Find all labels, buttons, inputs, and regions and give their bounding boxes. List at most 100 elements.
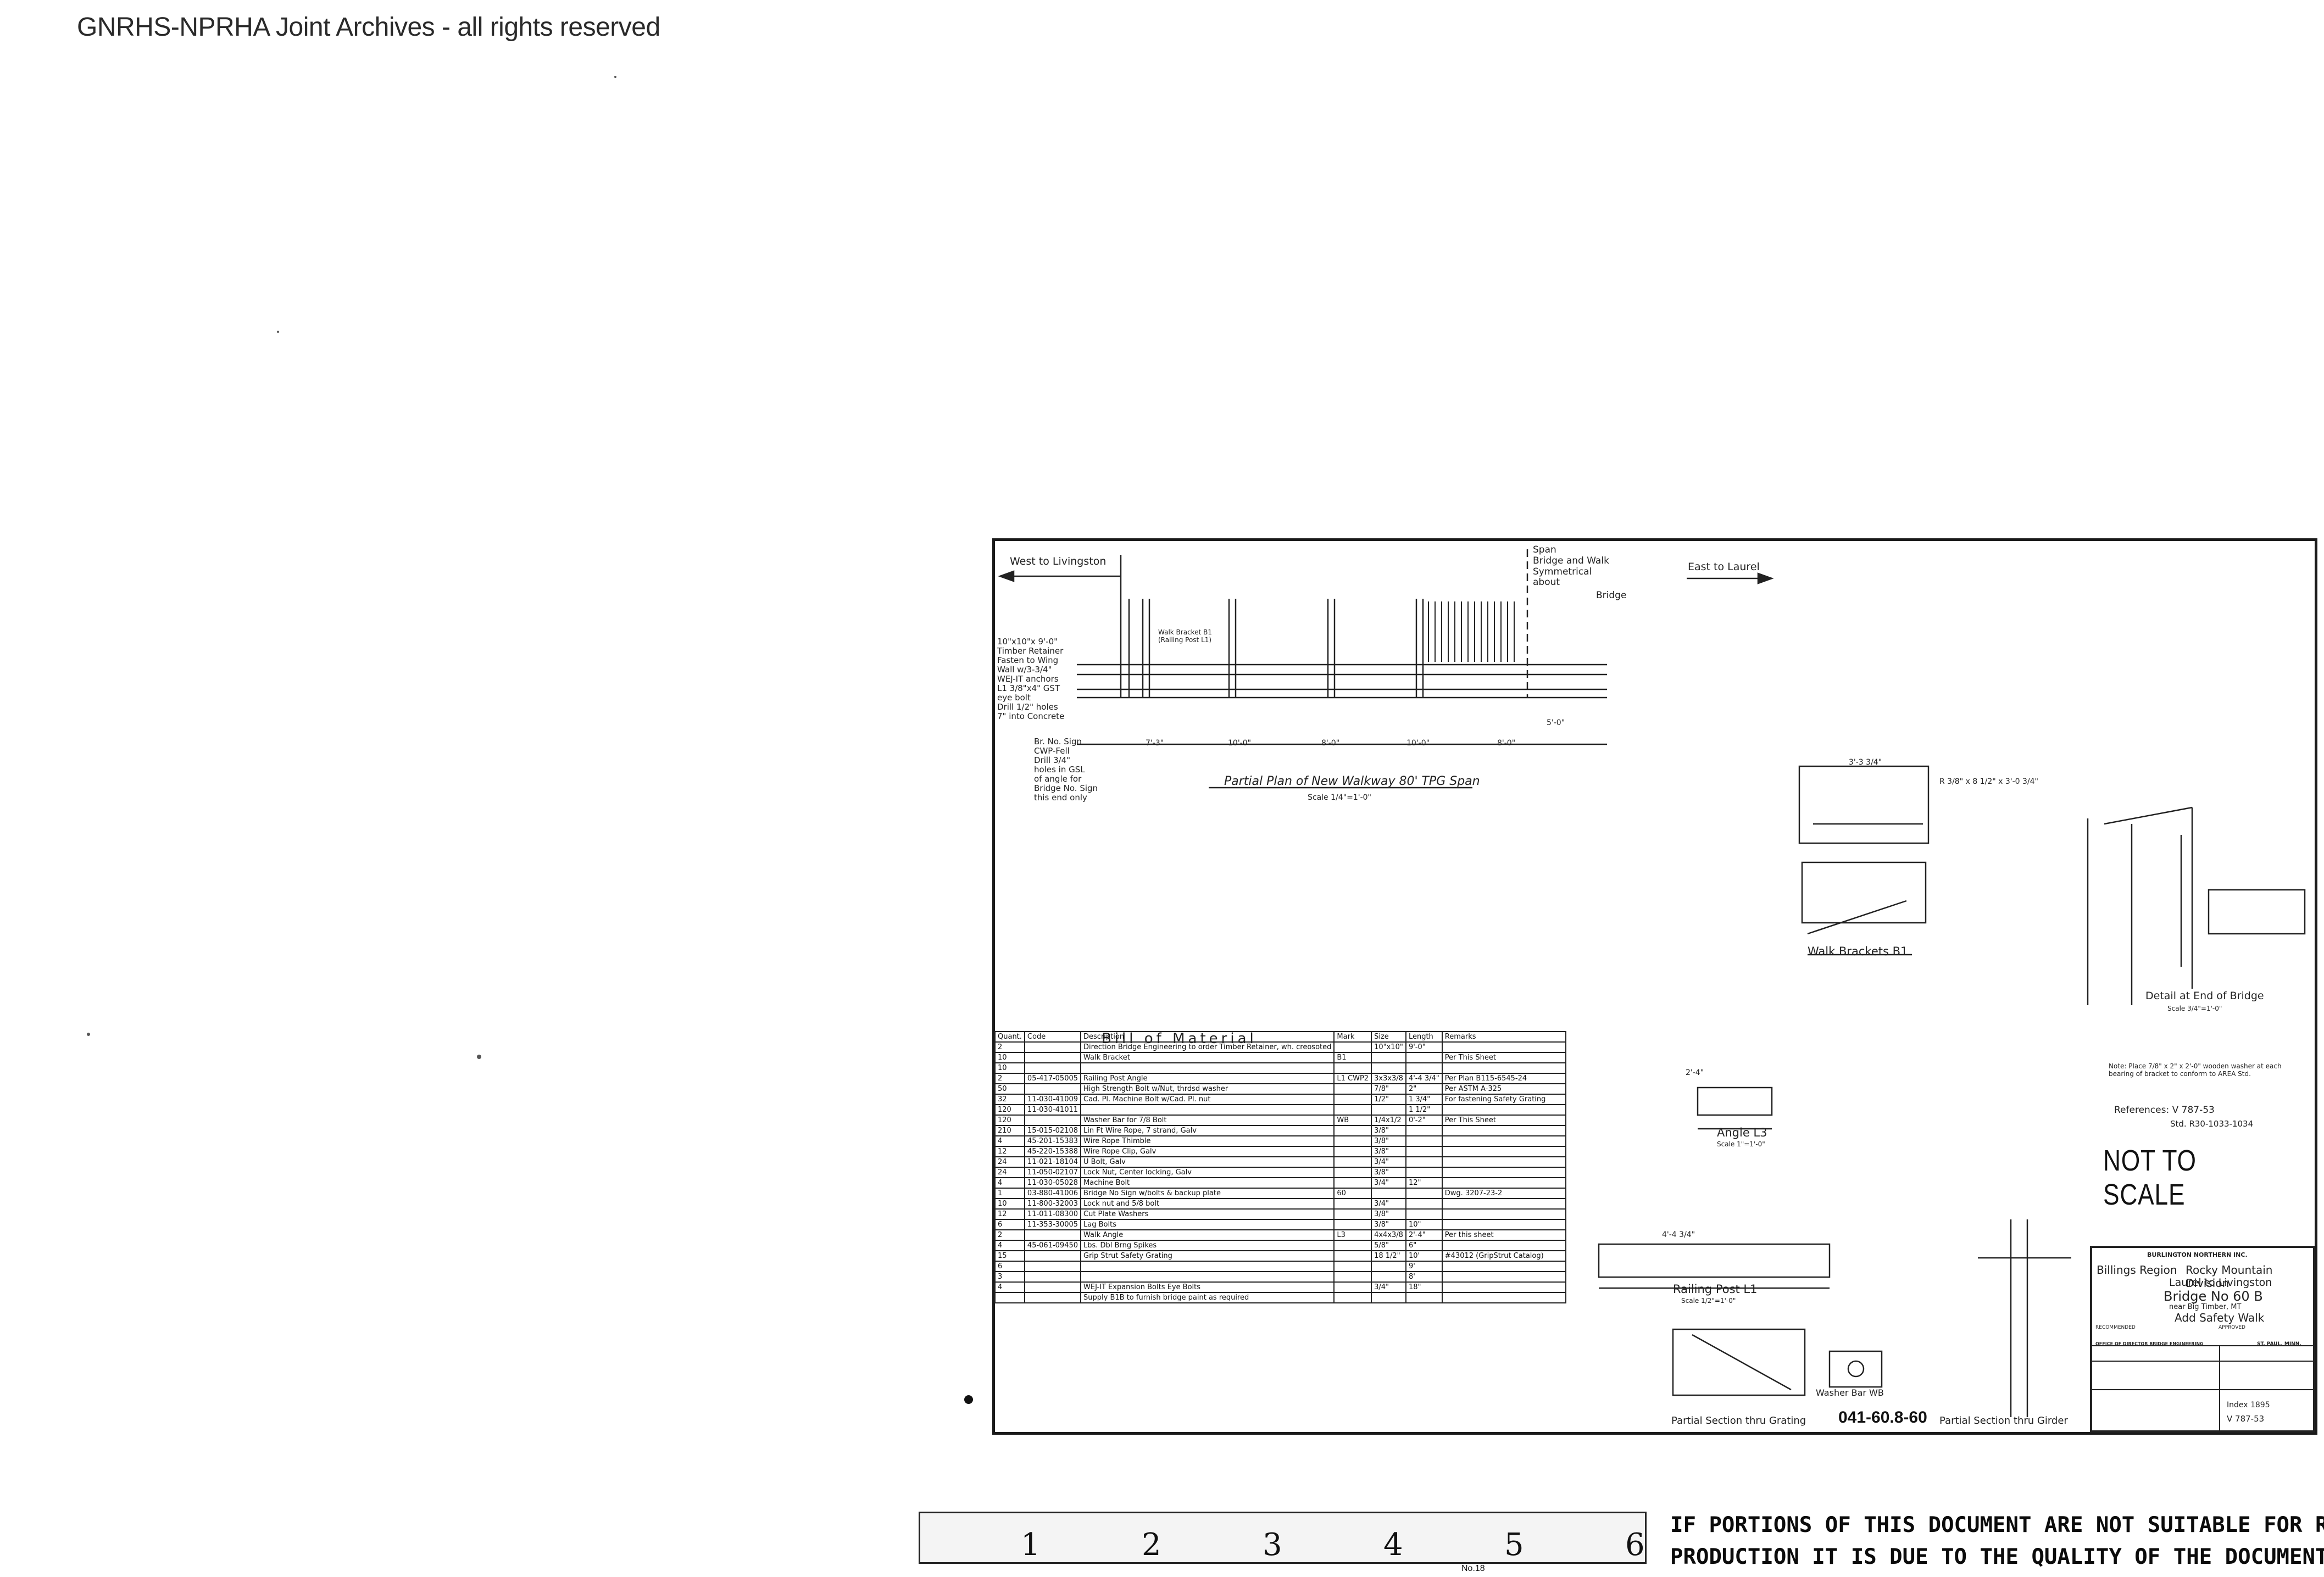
bom-cell: 2	[994, 1229, 1025, 1241]
note-line: CWP-Fell	[1034, 746, 1070, 756]
bridge-number: Bridge No 60 B	[2164, 1289, 2263, 1304]
bom-cell: Walk Angle	[1080, 1229, 1335, 1241]
bom-cell	[1333, 1146, 1372, 1157]
drawing-sheet	[992, 538, 2317, 1435]
bom-cell: Cad. Pl. Machine Bolt w/Cad. Pl. nut	[1080, 1094, 1335, 1105]
bom-cell: 0'-2"	[1405, 1115, 1443, 1126]
bom-cell: 4	[994, 1240, 1025, 1251]
bom-cell: 4'-4 3/4"	[1405, 1073, 1443, 1084]
drawing-reference: V 787-53	[2227, 1414, 2265, 1424]
bom-cell	[1441, 1292, 1566, 1303]
walk-bracket-callout: Walk Bracket B1 (Railing Post L1)	[1158, 628, 1212, 644]
bom-cell: Wire Rope Clip, Galv	[1080, 1146, 1335, 1157]
bom-cell: 24	[994, 1167, 1025, 1178]
bom-cell	[1441, 1219, 1566, 1230]
plan-dim: 8'-0"	[1497, 739, 1516, 748]
bom-cell	[1371, 1188, 1406, 1199]
railing-post-title: Railing Post L1	[1673, 1283, 1758, 1296]
grating-section-title: Partial Section thru Grating	[1671, 1415, 1806, 1426]
bom-cell: 4	[994, 1281, 1025, 1293]
note-line: of angle for	[1034, 774, 1082, 784]
bom-cell: 15	[994, 1250, 1025, 1262]
note-line: Br. No. Sign	[1034, 737, 1082, 746]
bom-header: Length	[1405, 1031, 1443, 1043]
bom-cell	[1333, 1198, 1372, 1210]
bom-cell: Railing Post Angle	[1080, 1073, 1335, 1084]
bom-cell	[1024, 1250, 1082, 1262]
bom-cell	[1024, 1041, 1082, 1053]
washer-bar-title: Washer Bar WB	[1816, 1387, 1884, 1398]
route-name: Laurel to Livingston	[2169, 1277, 2272, 1289]
ruler-number: 3	[1263, 1527, 1282, 1563]
office-city: ST. PAUL, MINN.	[2257, 1341, 2301, 1347]
bom-cell: 11-030-41009	[1024, 1094, 1082, 1105]
company-name: BURLINGTON NORTHERN INC.	[2147, 1251, 2248, 1258]
bom-cell: 45-061-09450	[1024, 1240, 1082, 1251]
note-line: Drill 3/4"	[1034, 755, 1071, 765]
bom-cell: 10"x10"	[1371, 1041, 1406, 1053]
note-line: eye bolt	[997, 693, 1031, 703]
bom-cell: 11-050-02107	[1024, 1167, 1082, 1178]
bom-cell	[1405, 1146, 1443, 1157]
bom-cell	[1080, 1271, 1335, 1283]
bom-cell	[1441, 1146, 1566, 1157]
bom-cell	[1333, 1062, 1372, 1074]
bom-cell: 10	[994, 1198, 1025, 1210]
bom-cell: 210	[994, 1125, 1025, 1136]
bom-cell	[1405, 1156, 1443, 1168]
bom-cell	[1405, 1188, 1443, 1199]
plan-title: Partial Plan of New Walkway 80' TPG Span	[1224, 774, 1480, 788]
bom-cell	[1405, 1167, 1443, 1178]
bom-cell: 2"	[1405, 1083, 1443, 1095]
bom-cell	[1333, 1261, 1372, 1272]
bom-cell	[1333, 1104, 1372, 1116]
bom-cell: 6	[994, 1261, 1025, 1272]
note-line: WEJ-IT anchors	[997, 674, 1059, 684]
bom-cell	[1333, 1240, 1372, 1251]
bom-cell	[1441, 1198, 1566, 1210]
note-line: Fasten to Wing	[997, 655, 1059, 665]
bom-cell	[1333, 1156, 1372, 1168]
bom-cell	[1024, 1292, 1082, 1303]
bom-cell: 120	[994, 1115, 1025, 1126]
approved-label: APPROVED	[2219, 1325, 2245, 1330]
bom-cell: 3/4"	[1371, 1177, 1406, 1189]
bom-cell	[1024, 1115, 1082, 1126]
bom-cell: 3/8"	[1371, 1135, 1406, 1147]
bom-cell	[1441, 1156, 1566, 1168]
bom-cell	[1405, 1052, 1443, 1063]
division-name: Rocky Mountain Division	[2186, 1263, 2273, 1290]
reproduction-notice: IF PORTIONS OF THIS DOCUMENT ARE NOT SUI…	[1670, 1509, 2324, 1573]
girder-section-title: Partial Section thru Girder	[1939, 1415, 2068, 1426]
plan-dim: 10'-0"	[1228, 739, 1252, 748]
bom-cell	[1080, 1104, 1335, 1116]
bom-cell	[1333, 1271, 1372, 1283]
bom-cell: 3/8"	[1371, 1208, 1406, 1220]
bom-cell	[1441, 1062, 1566, 1074]
bom-cell: 18"	[1405, 1281, 1443, 1293]
bom-cell: Per This Sheet	[1441, 1052, 1566, 1063]
bom-cell: 3/4"	[1371, 1281, 1406, 1293]
bom-cell: 05-417-05005	[1024, 1073, 1082, 1084]
title-block: BURLINGTON NORTHERN INC. Billings Region…	[2090, 1246, 2315, 1433]
bom-cell	[1371, 1062, 1406, 1074]
bom-cell: 3/8"	[1371, 1167, 1406, 1178]
bom-cell	[1333, 1135, 1372, 1147]
bom-cell: 4	[994, 1177, 1025, 1189]
end-detail-scale: Scale 3/4"=1'-0"	[2167, 1005, 2222, 1012]
bom-cell: High Strength Bolt w/Nut, thrdsd washer	[1080, 1083, 1335, 1095]
bom-header: Remarks	[1441, 1031, 1566, 1043]
bracket-dim: 3'-3 3/4"	[1849, 758, 1882, 767]
west-to-livingston-label: West to Livingston	[1010, 555, 1107, 567]
bom-cell: 50	[994, 1083, 1025, 1095]
note-line: 7" into Concrete	[997, 711, 1065, 721]
